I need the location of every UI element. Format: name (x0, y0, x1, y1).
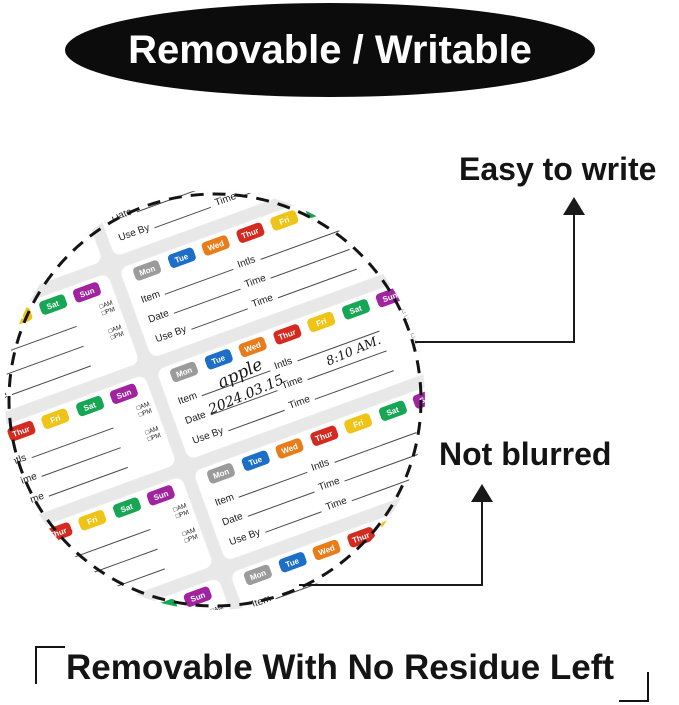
field-label: Time (287, 393, 312, 412)
not-blurred-arrow-head-icon (471, 484, 493, 502)
not-blurred-label: Not blurred (439, 436, 612, 472)
day-tab-sat: Sat (414, 501, 425, 524)
field-label: Time (361, 596, 386, 610)
field-label: Use By (191, 425, 226, 447)
field-label: Use By (117, 222, 152, 244)
field-label: Time (21, 490, 46, 509)
bracket-bottom-right (619, 672, 649, 702)
easy-arrow-vertical-line (573, 214, 575, 343)
bracket-top-left (35, 646, 65, 684)
not-blurred-arrow-vertical-line (481, 500, 483, 586)
write-in-line (5, 606, 57, 610)
write-in-line (227, 407, 286, 432)
badge-text: Removable / Writable (128, 27, 532, 72)
write-in-line (264, 509, 323, 533)
easy-arrow-head-icon (563, 197, 585, 215)
write-in-line (190, 306, 249, 330)
not-blurred-arrow-horizontal-line (299, 584, 483, 586)
field-label: Time (58, 592, 83, 610)
field-label: Time (5, 389, 9, 408)
bottom-caption: Removable With No Residue Left (65, 648, 615, 687)
easy-arrow-horizontal-line (415, 341, 575, 343)
write-in-line (240, 190, 321, 197)
field-label: Time (213, 190, 238, 209)
field-label: Time (250, 292, 275, 311)
field-label: Use By (154, 323, 189, 346)
field-label: Use By (227, 526, 262, 549)
easy-to-write-label: Easy to write (459, 151, 657, 187)
day-tab-sun: Sun (411, 387, 425, 410)
write-in-line (5, 504, 20, 528)
write-in-line (5, 262, 55, 294)
field-label: Time (324, 495, 349, 514)
day-tab-sat: Sat (148, 598, 179, 610)
write-in-line (153, 204, 212, 229)
badge-ellipse: Removable / Writable (65, 3, 595, 97)
